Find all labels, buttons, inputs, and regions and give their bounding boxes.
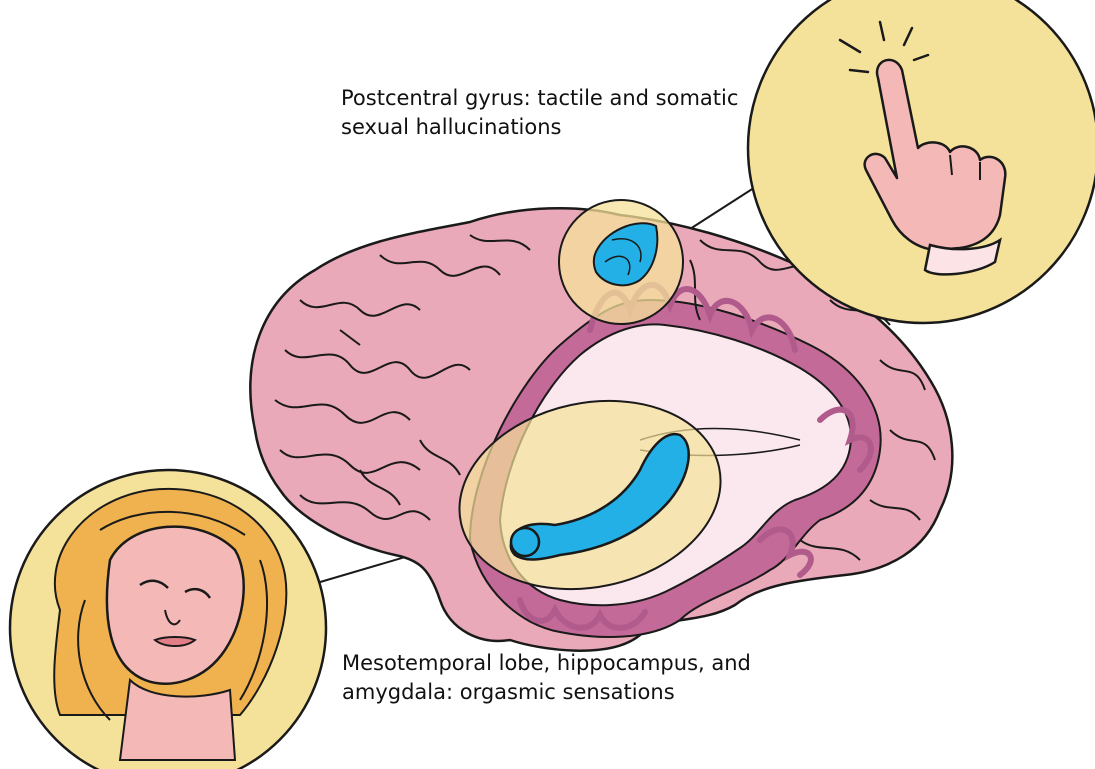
mesotemporal-label-line1: Mesotemporal lobe, hippocampus, and (342, 649, 751, 678)
postcentral-label-line1: Postcentral gyrus: tactile and somatic (341, 84, 738, 113)
orgasmic-circle (10, 470, 326, 769)
postcentral-label: Postcentral gyrus: tactile and somatic s… (341, 84, 738, 142)
postcentral-label-line2: sexual hallucinations (341, 113, 738, 142)
amygdala-region (511, 528, 539, 556)
mesotemporal-label: Mesotemporal lobe, hippocampus, and amyg… (342, 649, 751, 707)
mesotemporal-label-line2: amygdala: orgasmic sensations (342, 678, 751, 707)
